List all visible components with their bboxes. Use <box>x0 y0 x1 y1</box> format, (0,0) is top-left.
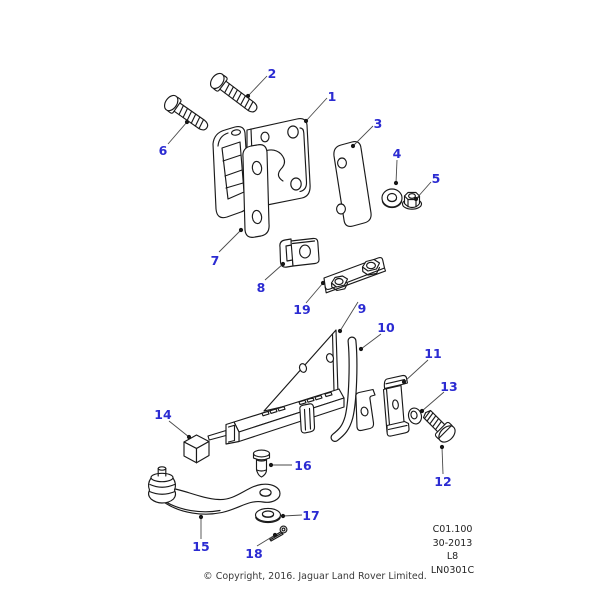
part-nut-5 <box>401 191 423 210</box>
callout-17[interactable]: 17 <box>302 508 319 523</box>
callout-11[interactable]: 11 <box>424 346 441 361</box>
callout-13[interactable]: 13 <box>440 379 457 394</box>
leader-line-4 <box>395 159 398 184</box>
part-check-arm-15 <box>147 466 281 515</box>
leader-line-7 <box>218 229 242 253</box>
callout-10[interactable]: 10 <box>377 320 395 335</box>
part-nut-plate-19 <box>323 256 387 294</box>
part-strap-plate-7 <box>242 144 270 238</box>
callout-14[interactable]: 14 <box>154 407 172 422</box>
part-screw-6 <box>163 94 209 131</box>
ref-code-drawing: LN0301C <box>430 564 475 576</box>
ref-code-figure: C01.100 <box>432 524 473 535</box>
leader-line-18 <box>256 534 276 547</box>
leader-line-10 <box>360 333 382 350</box>
part-bolt-12 <box>422 409 456 443</box>
part-packing-plate-3 <box>333 141 372 227</box>
drawing-reference-block: C01.100 30-2013 L8 LN0301C <box>405 523 500 577</box>
part-washer-13 <box>407 407 423 425</box>
callout-12[interactable]: 12 <box>434 474 451 489</box>
part-bracket-9 <box>207 329 345 445</box>
part-buffer-block-14 <box>183 434 210 464</box>
copyright-notice: © Copyright, 2016. Jaguar Land Rover Lim… <box>203 571 427 582</box>
part-clip-nut-8 <box>279 237 320 268</box>
callout-15[interactable]: 15 <box>192 539 209 554</box>
leader-line-14 <box>168 420 190 438</box>
part-split-pin-18 <box>268 525 288 542</box>
callout-19[interactable]: 19 <box>293 302 310 317</box>
part-pivot-pin-16 <box>252 449 271 478</box>
leader-line-12 <box>441 446 444 475</box>
leader-line-13 <box>421 391 445 412</box>
callout-4[interactable]: 4 <box>393 146 402 161</box>
callout-16[interactable]: 16 <box>294 458 312 473</box>
leader-line-2 <box>247 75 268 97</box>
part-washer-17 <box>254 507 282 524</box>
leader-line-3 <box>352 125 374 147</box>
leader-lines <box>167 75 445 547</box>
leader-line-1 <box>305 97 328 122</box>
part-check-rod-10 <box>330 336 358 442</box>
callout-9[interactable]: 9 <box>358 301 367 316</box>
callout-1[interactable]: 1 <box>328 89 337 104</box>
callout-5[interactable]: 5 <box>432 171 441 186</box>
leader-line-6 <box>167 121 188 145</box>
leader-line-11 <box>403 359 429 383</box>
callout-2[interactable]: 2 <box>268 66 277 81</box>
part-striker-bracket-11 <box>355 374 410 437</box>
part-washer-4 <box>381 188 403 209</box>
leader-line-5 <box>415 181 432 200</box>
part-screw-2 <box>209 72 258 113</box>
callout-6[interactable]: 6 <box>159 143 168 158</box>
ref-code-revision: 30-2013 <box>432 537 473 549</box>
leader-line-19 <box>305 282 324 304</box>
ref-code-model: L8 <box>446 551 459 562</box>
callout-18[interactable]: 18 <box>245 546 262 561</box>
callout-8[interactable]: 8 <box>257 280 266 295</box>
callout-3[interactable]: 3 <box>374 116 383 131</box>
leader-dots <box>184 93 445 538</box>
callout-labels: 1 2 3 4 5 6 7 8 9 10 11 12 13 14 15 16 1… <box>154 66 457 561</box>
leader-line-8 <box>264 263 284 281</box>
leader-line-9 <box>339 301 359 332</box>
callout-7[interactable]: 7 <box>211 253 220 268</box>
leader-line-17 <box>282 514 303 517</box>
